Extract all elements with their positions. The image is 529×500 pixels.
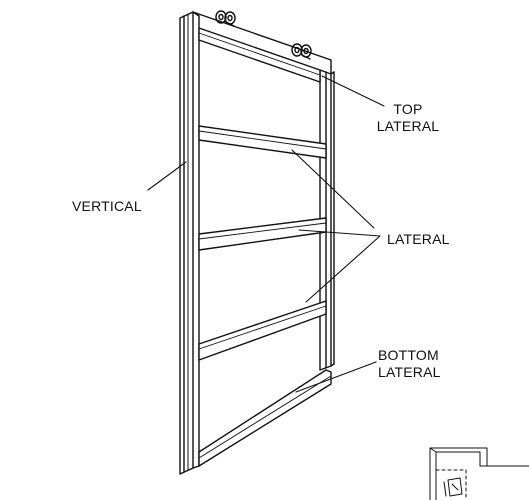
label-bottom-lateral-line2: LATERAL — [378, 364, 441, 380]
lateral-beam-3 — [198, 300, 327, 361]
corner-detail — [429, 447, 529, 500]
leader-lateral-1 — [291, 149, 375, 229]
leader-lateral-3 — [305, 235, 381, 303]
label-bottom-lateral: BOTTOM LATERAL — [378, 347, 441, 381]
label-bottom-lateral-line1: BOTTOM — [378, 347, 439, 363]
label-lateral: LATERAL — [387, 231, 450, 247]
label-top-lateral-line2: LATERAL — [376, 118, 440, 134]
lateral-beam-1 — [198, 125, 327, 159]
top-hook-right — [291, 43, 312, 60]
leader-top-lateral — [321, 75, 385, 107]
leader-vertical — [147, 161, 187, 191]
label-top-lateral-line1: TOP — [393, 101, 423, 117]
leader-lines — [147, 75, 385, 393]
top-hook-left — [215, 10, 236, 27]
leader-lateral-2 — [298, 229, 381, 237]
lateral-beam-2 — [198, 217, 327, 251]
label-vertical: VERTICAL — [72, 198, 142, 214]
label-top-lateral: TOP LATERAL — [368, 101, 448, 135]
vertical-post — [179, 11, 200, 475]
leader-bottom-lateral — [295, 361, 377, 393]
bottom-lateral-beam — [198, 369, 332, 467]
